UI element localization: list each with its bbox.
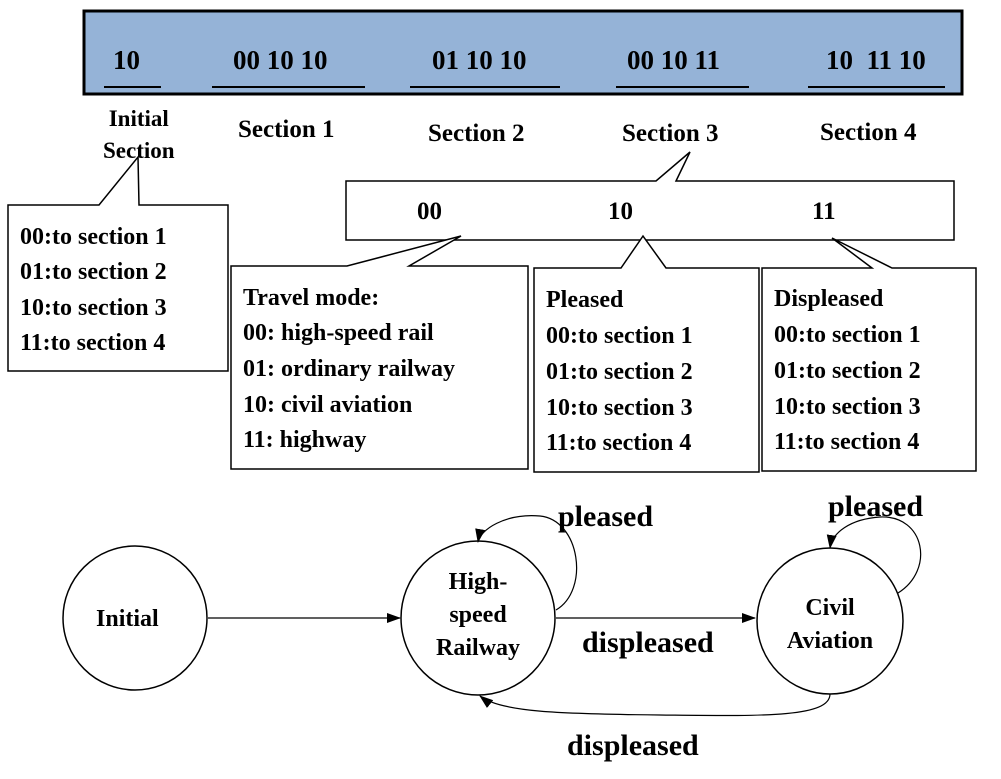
initial-box-line: 00:to section 1 [20,224,167,250]
displeased-line: 01:to section 2 [774,358,921,384]
travel-mode-line: 01: ordinary railway [243,356,455,382]
transition-label-civil-to-hsr: displeased [567,729,699,762]
initial-box-line: 11:to section 4 [20,330,166,356]
pleased-callout [533,234,760,473]
travel-mode-title: Travel mode: [243,285,380,311]
section-label-4: Section 4 [820,119,917,146]
section-label-1: Section 1 [238,116,335,143]
displeased-line: 10:to section 3 [774,394,921,420]
travel-mode-line: 11: highway [243,427,367,453]
initial-section-callout [7,154,229,372]
pleased-line: 00:to section 1 [546,323,693,349]
genome-segment: 00 10 11 [627,45,721,75]
displeased-title: Displeased [774,286,884,312]
displeased-line: 11:to section 4 [774,429,920,455]
pleased-line: 01:to section 2 [546,359,693,385]
travel-mode-line: 00: high-speed rail [243,320,434,346]
gene-box [345,151,955,241]
displeased-callout [761,237,977,472]
gene-code: 00 [417,198,442,225]
genome-segment: 00 10 10 [233,45,328,75]
genome-segment: 10 11 10 [826,45,926,75]
travel-mode-callout [230,235,529,470]
edge-civil-to-hsr [479,693,831,717]
genome-segment: 01 10 10 [432,45,527,75]
edge-civil-self-loop [826,516,922,594]
transition-label-hsr-pleased: pleased [558,500,654,533]
section-label-initial: Initial Section [103,106,175,163]
initial-box-line: 01:to section 2 [20,259,167,285]
pleased-line: 10:to section 3 [546,395,693,421]
genome-bar [82,9,964,96]
displeased-line: 00:to section 1 [774,322,921,348]
gene-code: 11 [812,198,836,225]
state-initial-label: Initial [96,606,159,632]
section-label-2: Section 2 [428,120,525,147]
pleased-title: Pleased [546,287,624,313]
state-initial [62,545,208,691]
initial-box-line: 10:to section 3 [20,295,167,321]
gene-code: 10 [608,198,633,225]
section-label-3: Section 3 [622,120,719,147]
state-hsr-label: High- speed Railway [436,569,520,661]
genome-segment: 10 [113,45,140,75]
transition-label-civil-pleased: pleased [828,490,924,523]
state-civil-label: Civil Aviation [786,595,874,654]
travel-mode-line: 10: civil aviation [243,392,413,418]
pleased-line: 11:to section 4 [546,430,692,456]
transition-label-hsr-to-civil: displeased [582,626,714,659]
edge-hsr-self-loop [475,515,578,611]
